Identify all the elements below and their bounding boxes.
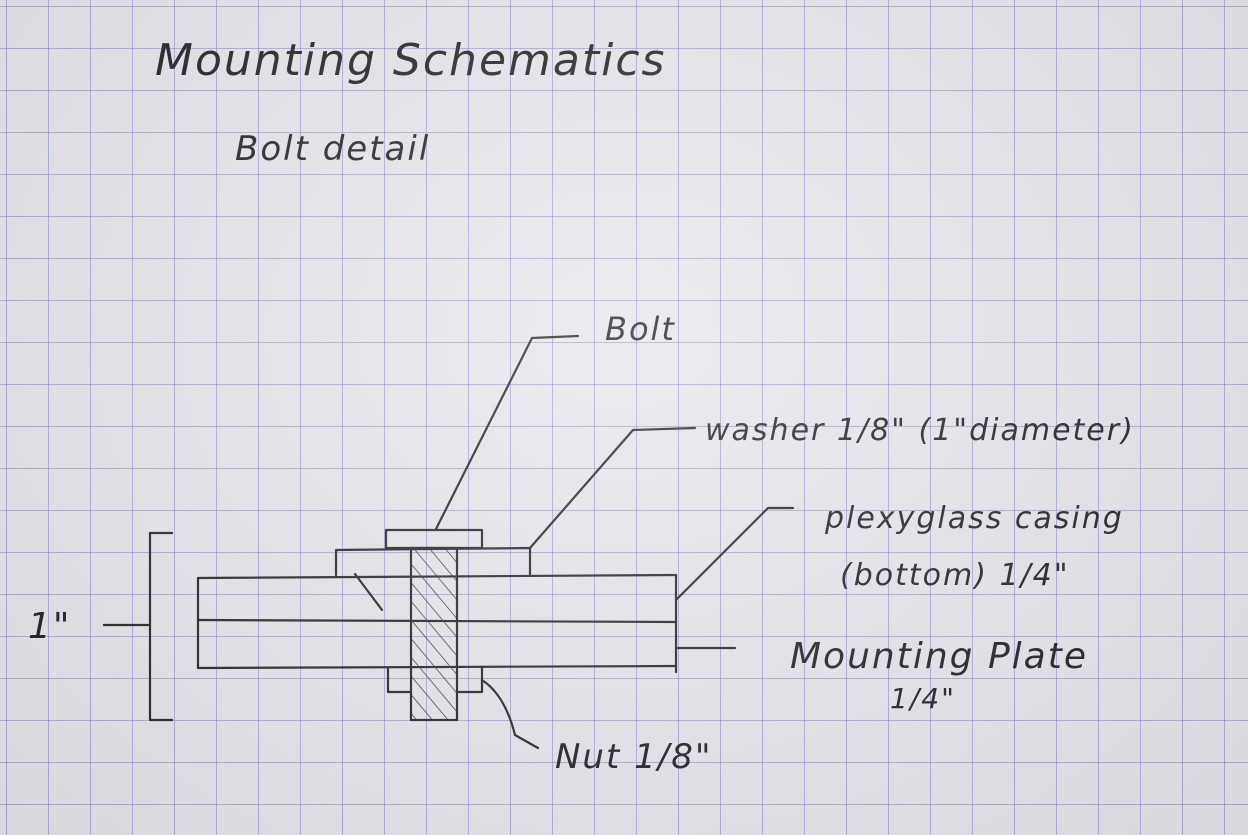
casing-leader-line <box>674 506 795 602</box>
plate-label-line2: 1/4" <box>890 682 956 715</box>
bolt-leader-line <box>434 334 580 531</box>
bolt-shaft <box>409 546 459 722</box>
page-subtitle: Bolt detail <box>235 129 430 169</box>
casing-label-line2: (bottom) 1/4" <box>840 558 1070 593</box>
casing-label-line1: plexyglass casing <box>824 501 1124 536</box>
nut-label: Nut 1/8" <box>555 737 712 777</box>
plate-label-line1: Mounting Plate <box>790 636 1088 677</box>
page-title: Mounting Schematics <box>155 35 666 86</box>
bolt-head <box>384 528 484 550</box>
washer-label: washer 1/8" (1"diameter) <box>705 413 1135 448</box>
washer-leader-line <box>528 426 697 550</box>
nut-leader-line <box>480 678 540 750</box>
dimension-label: 1" <box>28 606 71 647</box>
dimension-bracket <box>148 531 174 722</box>
bolt-label: Bolt <box>605 310 676 348</box>
nut <box>386 666 484 694</box>
